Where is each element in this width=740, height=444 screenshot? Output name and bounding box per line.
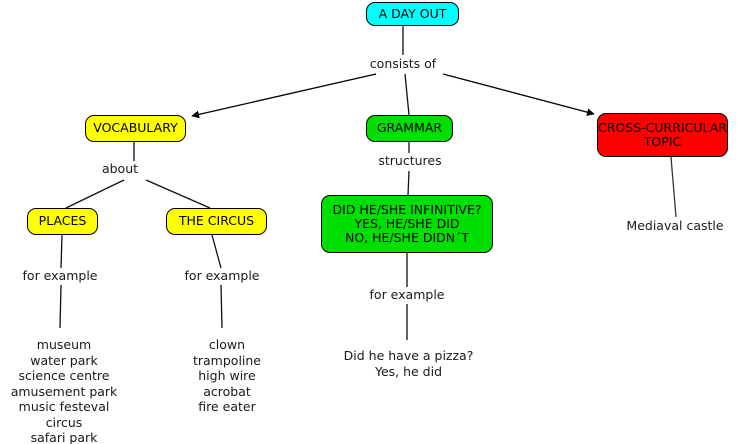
node-grammar-structures[interactable]: DID HE/SHE INFINITIVE? YES, HE/SHE DID N… [321,195,493,253]
node-places[interactable]: PLACES [27,208,98,235]
edge-consists-to-vocabulary [191,73,377,119]
edge-label-consists-of: consists of [369,56,437,71]
edge-consists-to-grammar [404,73,410,116]
edge-label-for-example-circus: for example [184,268,260,283]
edge-circus-to-for-example [211,234,222,269]
node-cross-curricular-topic[interactable]: CROSS-CURRICULAR TOPIC [597,113,728,157]
edge-label-about: about [101,161,139,176]
edge-label-for-example-grammar: for example [369,287,445,302]
leaf-grammar-example: Did he have a pizza? Yes, he did [343,348,474,379]
edge-label-structures: structures [378,153,442,168]
edge-structures-to-structures-box [407,170,410,196]
node-the-circus[interactable]: THE CIRCUS [166,208,267,235]
node-vocabulary[interactable]: VOCABULARY [85,115,186,142]
edge-circus-for-example-to-items [220,284,223,329]
leaf-list-places: museum water park science centre amuseme… [10,337,118,444]
edge-consists-to-cross-curricular [442,73,595,116]
leaf-mediaval-castle: Mediaval castle [626,218,724,233]
edge-about-to-circus [145,179,211,209]
edge-label-for-example-places: for example [22,268,98,283]
edge-places-for-example-to-items [59,284,62,329]
node-a-day-out[interactable]: A DAY OUT [366,2,459,26]
edge-about-to-places [65,179,125,209]
edge-places-to-for-example [60,234,63,269]
leaf-list-the-circus: clown trampoline high wire acrobat fire … [192,337,262,414]
node-grammar[interactable]: GRAMMAR [366,115,453,142]
edge-cross-curricular-to-castle [670,156,677,218]
